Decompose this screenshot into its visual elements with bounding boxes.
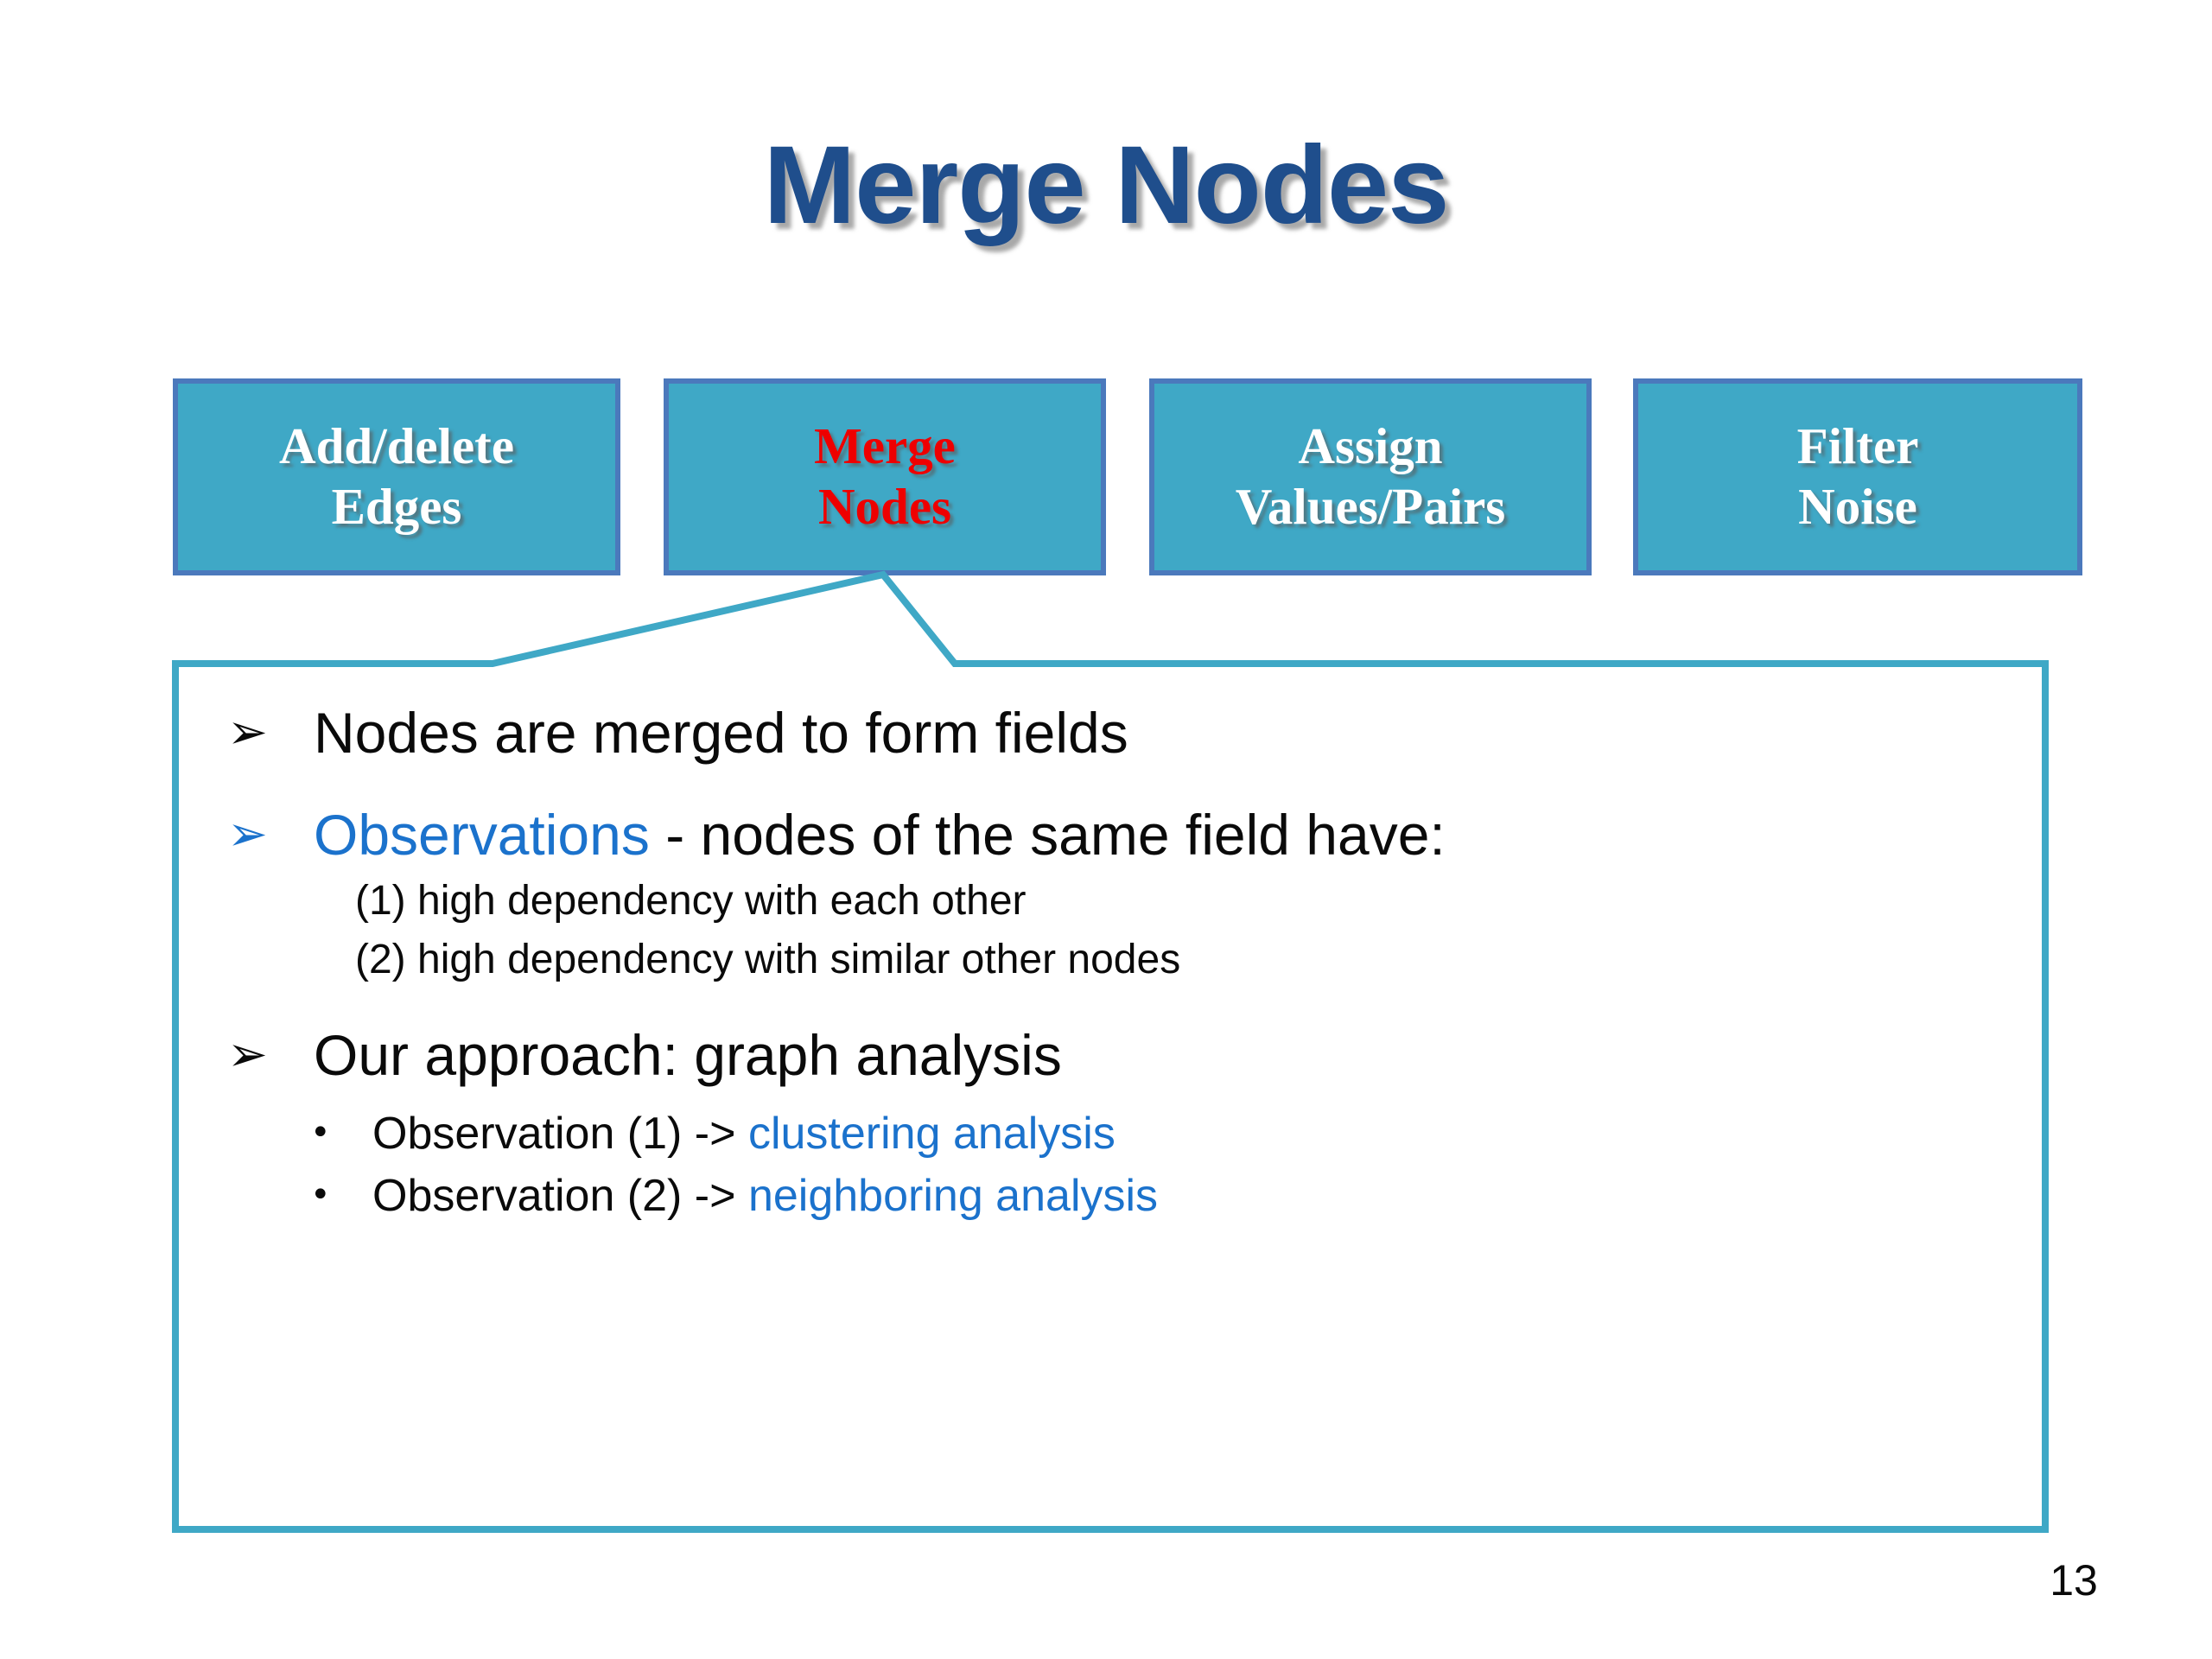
observation-item-1: (1) high dependency with each other: [355, 877, 1027, 924]
dot-bullet-icon: •: [310, 1175, 331, 1216]
spacer: [227, 986, 1993, 1024]
bullet-observations: ➢ Observations - nodes of the same field…: [227, 802, 1993, 868]
approach-item-2-prefix: Observation (2) ->: [372, 1171, 748, 1222]
approach-item-1: • Observation (1) -> clustering analysis: [310, 1107, 1993, 1160]
approach-item-1-prefix: Observation (1) ->: [372, 1108, 748, 1159]
bullet-observations-accent: Observations: [314, 802, 650, 867]
nav-box-add-delete-edges[interactable]: Add/delete Edges: [173, 378, 620, 575]
approach-item-2-label: Observation (2) -> neighboring analysis: [372, 1169, 1158, 1223]
nav-box-label-line1: Add/delete: [278, 417, 515, 475]
nav-box-label-line2: Edges: [331, 478, 462, 535]
arrow-bullet-icon: ➢: [227, 805, 268, 862]
approach-item-2: • Observation (2) -> neighboring analysi…: [310, 1169, 1993, 1223]
dot-bullet-icon: •: [310, 1112, 331, 1153]
approach-item-1-label: Observation (1) -> clustering analysis: [372, 1107, 1116, 1160]
page-number: 13: [2050, 1556, 2098, 1605]
nav-box-label-line1: Filter: [1796, 417, 1919, 475]
approach-item-1-accent: clustering analysis: [747, 1108, 1116, 1159]
bullet-observations-label: Observations - nodes of the same field h…: [314, 802, 1993, 868]
nav-box-label-line1: Assign: [1298, 417, 1443, 475]
bullet-our-approach-label: Our approach: graph analysis: [314, 1022, 1062, 1087]
bullet-our-approach: ➢ Our approach: graph analysis: [227, 1022, 1993, 1088]
spacer: [227, 868, 1993, 876]
nav-box-filter-noise[interactable]: Filter Noise: [1633, 378, 2082, 575]
spacer: [227, 1160, 1993, 1169]
bullet-observations-rest: - nodes of the same field have:: [649, 802, 1446, 867]
nav-box-merge-nodes[interactable]: Merge Nodes: [664, 378, 1106, 575]
nav-box-label-line2: Noise: [1798, 478, 1917, 535]
spacer: [227, 1088, 1993, 1107]
callout-content: ➢ Nodes are merged to form fields ➢ Obse…: [175, 664, 2045, 1529]
nav-box-assign-values-pairs[interactable]: Assign Values/Pairs: [1149, 378, 1592, 575]
bullet-nodes-merged-label: Nodes are merged to form fields: [314, 701, 1128, 765]
nav-box-label-line2: Values/Pairs: [1235, 478, 1506, 535]
nav-box-label-line1: Merge: [814, 417, 956, 475]
bullet-nodes-merged: ➢ Nodes are merged to form fields: [227, 701, 1993, 766]
approach-item-2-accent: neighboring analysis: [747, 1171, 1159, 1222]
page-title: Merge Nodes: [763, 124, 1450, 247]
observation-item-2: (2) high dependency with similar other n…: [355, 937, 1181, 983]
arrow-bullet-icon: ➢: [227, 1026, 268, 1083]
spacer: [227, 926, 1993, 935]
arrow-bullet-icon: ➢: [227, 704, 268, 760]
spacer: [227, 766, 1993, 804]
nav-box-label-line2: Nodes: [817, 478, 952, 535]
